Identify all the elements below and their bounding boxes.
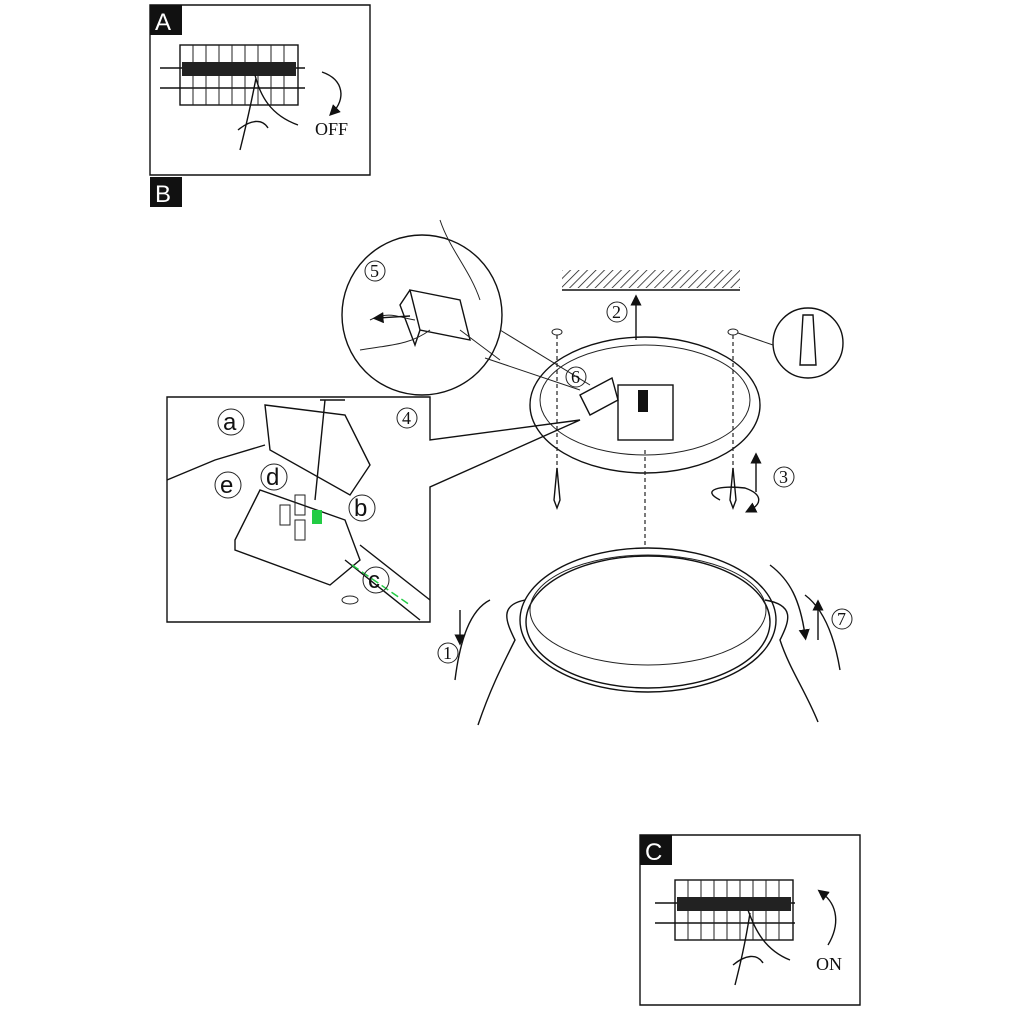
step-5: 5 (370, 261, 379, 281)
breaker-panel-icon (655, 879, 795, 941)
substep-a: a (223, 409, 237, 436)
hand-left-icon (454, 599, 526, 726)
panel-c-tag-box (640, 835, 672, 865)
substep-d: d (266, 464, 279, 491)
step-labels: 1 2 3 4 5 6 7 (364, 260, 853, 664)
step-2: 2 (612, 302, 621, 322)
arrow-up-icon (817, 889, 837, 946)
hand-icon (732, 909, 791, 986)
panel-c-breaker-on: C ON (639, 834, 861, 1006)
ceiling-hatch (562, 270, 740, 288)
substep-e: e (220, 472, 233, 499)
diffuser-cover (454, 547, 841, 726)
off-label: OFF (315, 119, 348, 139)
screw-icon (553, 467, 561, 510)
step-4: 4 (402, 408, 411, 428)
terminal-block (617, 384, 674, 441)
step-6: 6 (571, 367, 580, 387)
hand-icon (237, 74, 299, 151)
substep-labels: a b c d e (214, 408, 390, 594)
base-plate (529, 294, 762, 548)
panel-a-breaker-off: A OFF (149, 4, 371, 176)
step-7: 7 (837, 609, 846, 629)
detail-wall-plug (737, 307, 844, 379)
step-3: 3 (779, 467, 788, 487)
screw-icon (729, 467, 737, 510)
ground-terminal (312, 510, 322, 524)
substep-b: b (354, 495, 367, 522)
panel-c-tag: C (645, 839, 662, 866)
on-label: ON (816, 954, 842, 974)
breaker-panel-icon (160, 44, 305, 106)
arrow-down-icon (321, 71, 342, 116)
panel-b-tag: B (155, 181, 171, 208)
substep-c: c (368, 567, 380, 594)
step-1: 1 (443, 643, 452, 663)
detail-5-connector-removal (341, 219, 591, 396)
hand-right-icon (764, 594, 841, 723)
detail-4-wiring (166, 396, 581, 623)
panel-b-tag-box (150, 177, 182, 207)
panel-a-tag-box (150, 5, 182, 35)
panel-a-tag: A (155, 9, 171, 36)
